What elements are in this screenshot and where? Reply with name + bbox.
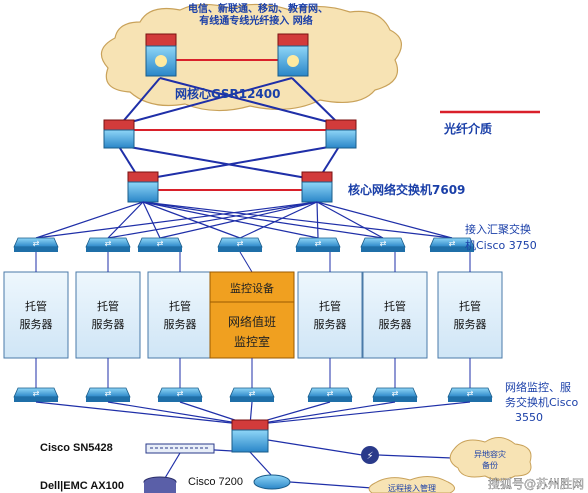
monitor-switch-6: ⇄ <box>372 387 418 402</box>
monitor-switch-label-line3: 3550 <box>515 411 543 424</box>
svg-text:⇄: ⇄ <box>105 239 112 248</box>
access-switch-1: ⇄ <box>13 237 59 252</box>
cisco-sn-label: Cisco SN5428 <box>40 442 113 454</box>
svg-text:⇄: ⇄ <box>105 389 112 398</box>
remote-backup-cloud <box>449 437 532 481</box>
router-mid-left <box>103 119 135 149</box>
remote-backup-line1: 异地容灾 <box>474 449 506 459</box>
cloud-text-line1: 电信、新联通、移动、教育网、 <box>188 2 328 15</box>
monitor-switch-3: ⇄ <box>157 387 203 402</box>
monitor-switch-label-line2: 务交换机Cisco <box>505 395 579 409</box>
access-label-line2: 机Cisco 3750 <box>465 238 537 252</box>
access-switch-5: ⇄ <box>295 237 341 252</box>
access-switch-row: ⇄ ⇄ ⇄ ⇄ ⇄ ⇄ ⇄ <box>13 237 475 252</box>
cisco-7200-router <box>253 474 291 490</box>
cloud-text-line2: 有线通专线光纤接入 网络 <box>199 14 312 27</box>
svg-text:⚡: ⚡ <box>366 451 373 462</box>
monitor-top-label: 监控设备 <box>230 281 274 295</box>
core-label: 网核心GSR12400 <box>175 86 280 101</box>
core-switch-label: 核心网络交换机7609 <box>348 182 465 197</box>
svg-text:⇄: ⇄ <box>449 239 456 248</box>
hosting-box-line1: 托管 <box>459 299 481 313</box>
hosting-box-line1: 托管 <box>384 299 406 313</box>
hosting-box-line2: 服务器 <box>314 318 347 331</box>
svg-text:⇄: ⇄ <box>157 239 164 248</box>
hosting-box-line1: 托管 <box>319 299 341 313</box>
monitor-switch-label-line1: 网络监控、服 <box>505 380 571 394</box>
monitor-switch-2: ⇄ <box>85 387 131 402</box>
bottom-router <box>231 419 269 453</box>
monitor-switch-5: ⇄ <box>307 387 353 402</box>
core-switch-right <box>301 171 333 203</box>
svg-text:⇄: ⇄ <box>177 389 184 398</box>
cisco-7200-label: Cisco 7200 <box>188 476 243 488</box>
hosting-box-line2: 服务器 <box>454 318 487 331</box>
monitor-room: 监控设备 网络值班 监控室 <box>209 271 295 359</box>
hosting-box-line1: 托管 <box>169 299 191 313</box>
access-switch-7: ⇄ <box>429 237 475 252</box>
access-mesh-links <box>35 201 453 239</box>
core-router-left <box>145 33 177 77</box>
hosting-box-line2: 服务器 <box>20 318 53 331</box>
svg-text:⇄: ⇄ <box>467 389 474 398</box>
svg-text:⇄: ⇄ <box>315 239 322 248</box>
access-label-line1: 接入汇聚交换 <box>465 222 531 236</box>
remote-backup-line2: 备份 <box>482 460 498 470</box>
watermark: 搜狐号@苏州胜网 <box>488 476 584 491</box>
access-switch-6: ⇄ <box>360 237 406 252</box>
svg-text:⇄: ⇄ <box>237 239 244 248</box>
access-switch-2: ⇄ <box>85 237 131 252</box>
core-switch-left <box>127 171 159 203</box>
hosting-box-line1: 托管 <box>25 299 47 313</box>
remote-access-cloud <box>368 476 455 493</box>
svg-text:⇄: ⇄ <box>327 389 334 398</box>
hosting-box-line2: 服务器 <box>379 318 412 331</box>
monitor-switch-7: ⇄ <box>447 387 493 402</box>
monitor-label-line2: 监控室 <box>234 334 270 349</box>
hosting-box-line2: 服务器 <box>164 318 197 331</box>
svg-text:⇄: ⇄ <box>249 389 256 398</box>
remote-access-label: 远程接入管理 <box>388 483 436 493</box>
monitor-switch-1: ⇄ <box>13 387 59 402</box>
monitor-label-line1: 网络值班 <box>228 314 276 329</box>
firewall-icon: ⚡ <box>361 446 379 464</box>
svg-text:⇄: ⇄ <box>33 239 40 248</box>
dell-emc-label: Dell|EMC AX100 <box>40 480 124 492</box>
router-mid-right <box>325 119 357 149</box>
cisco-sn5428-device <box>145 443 215 454</box>
storage-device <box>143 476 177 493</box>
internet-cloud <box>100 3 402 112</box>
monitor-switch-row: ⇄ ⇄ ⇄ ⇄ ⇄ ⇄ ⇄ <box>13 358 493 402</box>
svg-text:⇄: ⇄ <box>380 239 387 248</box>
svg-text:⇄: ⇄ <box>392 389 399 398</box>
core-router-right <box>277 33 309 77</box>
access-switch-4: ⇄ <box>217 237 263 252</box>
monitor-switch-4: ⇄ <box>229 387 275 402</box>
hosting-box-line2: 服务器 <box>92 318 125 331</box>
svg-text:⇄: ⇄ <box>33 389 40 398</box>
access-switch-3: ⇄ <box>137 237 183 252</box>
hosting-box-line1: 托管 <box>97 299 119 313</box>
legend-label: 光纤介质 <box>443 121 492 136</box>
